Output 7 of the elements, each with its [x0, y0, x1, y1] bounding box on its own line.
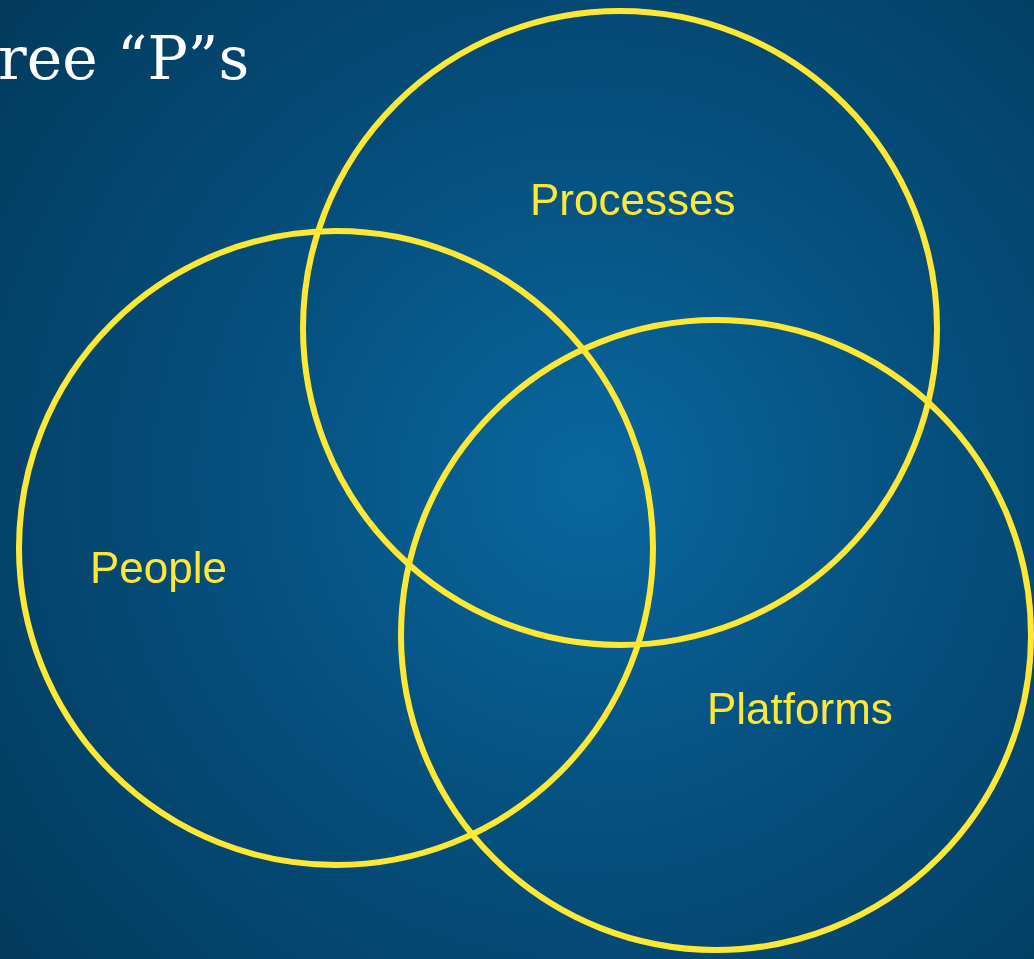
venn-circle: [16, 228, 656, 868]
circle-label: People: [90, 546, 227, 590]
circle-label: Platforms: [707, 687, 893, 731]
venn-circle: [398, 317, 1034, 953]
slide-title: ree “P”s: [0, 28, 250, 88]
venn-circle: [300, 8, 940, 648]
circle-label: Processes: [530, 178, 736, 222]
